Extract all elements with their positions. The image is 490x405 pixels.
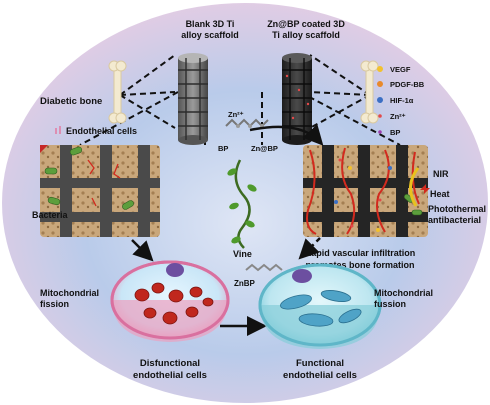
legend-bp-label: BP	[390, 128, 400, 137]
rapid-label-1: Rapid vascular infiltration	[305, 248, 416, 258]
znbp-mid-label: ZnBP	[234, 279, 256, 288]
znbp-top-label: Zn@BP	[251, 144, 278, 153]
nir-beam-icon	[409, 167, 420, 207]
flow-arrows	[131, 124, 324, 336]
dysfunctional-label-1: Disfunctional	[140, 358, 200, 369]
legend-zn-label: Zn²⁺	[390, 112, 406, 121]
blank-scaffold-label-2: alloy scaffold	[181, 30, 239, 40]
mito-fussion-label-2: fussion	[374, 299, 406, 309]
legend-zn-dot	[378, 114, 382, 118]
legend-bp-dot	[378, 130, 382, 134]
heat-label: Heat	[430, 189, 450, 199]
bone-left-icon	[108, 60, 127, 124]
functional-label-1: Functional	[296, 358, 344, 369]
nir-label: NIR	[433, 169, 449, 179]
legend: VEGF PDGF-BB HIF-1α Zn²⁺ BP	[377, 65, 425, 137]
coated-scaffold-label-1: Zn@BP coated 3D	[267, 19, 345, 29]
photothermal-label-1: Photothermal	[428, 204, 486, 214]
dysfunctional-cell-icon	[110, 260, 230, 342]
coated-scaffold-icon	[282, 53, 312, 145]
vine-label: Vine	[233, 249, 252, 259]
vine-icon	[227, 159, 257, 249]
legend-pdgf-label: PDGF-BB	[390, 80, 425, 89]
bp-top-label: BP	[218, 144, 228, 153]
endothelial-cells-label: Endothelial cells	[66, 126, 137, 136]
legend-pdgf-dot	[377, 81, 383, 87]
right-bone-block	[303, 145, 428, 237]
functional-cell-icon	[258, 263, 382, 349]
functional-label-2: endothelial cells	[283, 370, 357, 381]
znbp-chain-mid-icon	[245, 263, 283, 272]
legend-vegf-dot	[377, 66, 383, 72]
mito-fission-label-1: Mitochondrial	[40, 288, 99, 298]
heat-icon	[420, 184, 430, 194]
blank-scaffold-icon	[178, 53, 208, 145]
left-bone-block	[40, 145, 160, 237]
legend-hif-dot	[377, 97, 383, 103]
coated-scaffold-label-2: Ti alloy scaffold	[272, 30, 340, 40]
rapid-label-2: promotes bone formation	[305, 260, 414, 270]
mito-fission-label-2: fission	[40, 299, 69, 309]
photothermal-label-2: antibacterial	[428, 215, 481, 225]
mito-fussion-label-1: Mitochondrial	[374, 288, 433, 298]
diabetic-bone-label: Diabetic bone	[40, 96, 102, 107]
zn2-top-label: Zn²⁺	[228, 110, 244, 119]
blank-scaffold-label-1: Blank 3D Ti	[186, 19, 235, 29]
bacteria-label: Bacteria	[32, 210, 69, 220]
legend-vegf-label: VEGF	[390, 65, 411, 74]
bone-right-icon	[360, 60, 379, 124]
legend-hif-label: HIF-1α	[390, 96, 414, 105]
dysfunctional-label-2: endothelial cells	[133, 370, 207, 381]
endothelial-cell-icon	[55, 126, 61, 134]
